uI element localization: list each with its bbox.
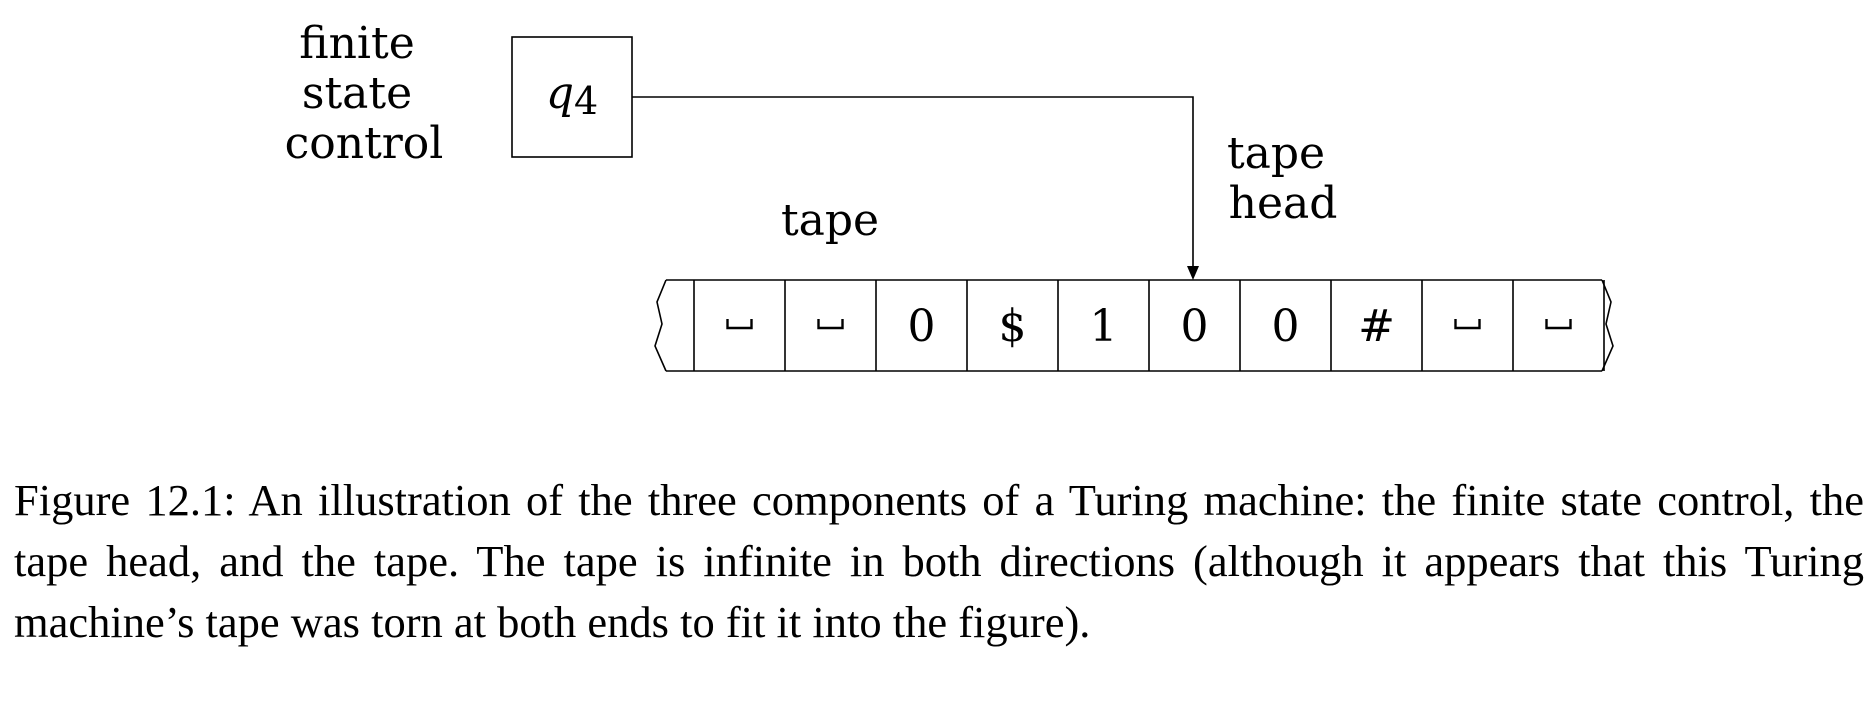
blank-symbol-icon bbox=[1545, 319, 1572, 330]
tape: 0 $1 0 0 # bbox=[654, 279, 1614, 372]
control-label-line-3: control bbox=[285, 118, 444, 169]
tape-cell-symbol: 0 bbox=[908, 301, 936, 352]
blank-symbol-icon bbox=[726, 319, 753, 330]
state-letter: q bbox=[546, 68, 574, 119]
tape-head-label-line-1: tape bbox=[1227, 128, 1325, 179]
turing-machine-diagram: finite state control q4 tape head tape 0… bbox=[285, 18, 1614, 372]
tape-head-label-line-2: head bbox=[1229, 178, 1338, 229]
tape-cell-symbol: 0 bbox=[1272, 301, 1300, 352]
state-label: q4 bbox=[546, 68, 598, 123]
tape-cells: 0 $1 0 0 # bbox=[693, 280, 1605, 371]
tape-cell-symbol: $ bbox=[999, 301, 1027, 352]
tape-head-label: tape head bbox=[1227, 128, 1339, 229]
tape-label: tape bbox=[781, 195, 879, 246]
head-arrowhead bbox=[1187, 266, 1199, 280]
tape-cell-symbol: 0 bbox=[1181, 301, 1209, 352]
blank-symbol-icon bbox=[1454, 319, 1481, 330]
control-label-line-1: finite bbox=[299, 18, 414, 69]
figure-caption: Figure 12.1: An illustration of the thre… bbox=[14, 475, 1864, 647]
tape-torn-left-edge bbox=[654, 279, 667, 372]
control-label-line-2: state bbox=[302, 68, 412, 119]
tape-torn-right-edge bbox=[1601, 279, 1614, 372]
control-label: finite state control bbox=[285, 18, 444, 169]
tape-cell-symbol: 1 bbox=[1090, 301, 1118, 352]
tape-cell-symbol: # bbox=[1358, 301, 1395, 352]
head-connector-line bbox=[632, 96, 1194, 268]
state-subscript: 4 bbox=[574, 79, 598, 123]
blank-symbol-icon bbox=[817, 319, 844, 330]
